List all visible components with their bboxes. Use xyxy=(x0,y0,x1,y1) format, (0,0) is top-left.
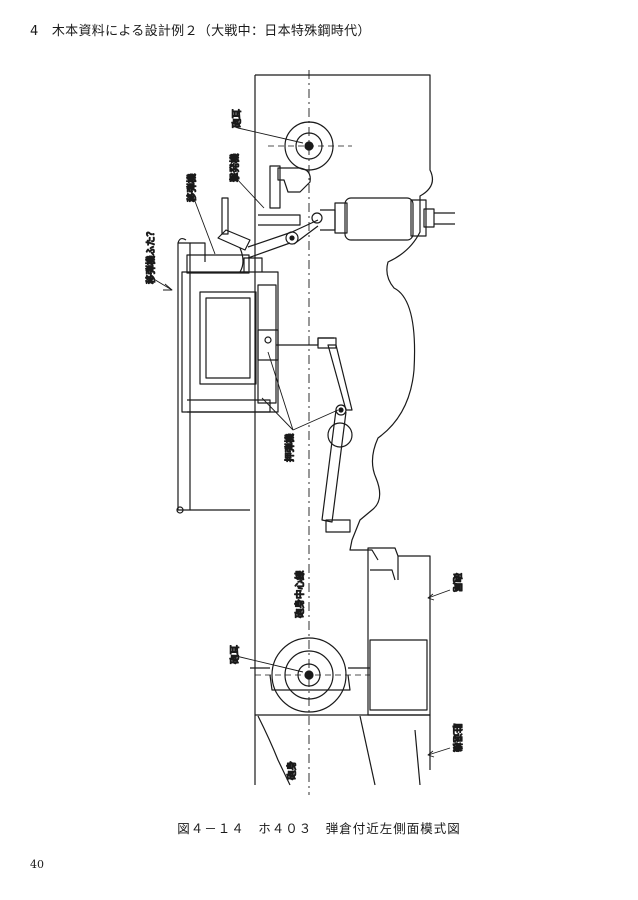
feed-mechanism-label: 移弾機 xyxy=(186,173,198,202)
magazine-housing xyxy=(181,254,334,413)
rammer-label: 押弾機 xyxy=(284,433,296,462)
trunnion-bottom-label: 砲耳 xyxy=(229,645,241,664)
recoil-mechanism-label: 駐退機 xyxy=(451,723,463,752)
firing-mechanism-label: 撃発機 xyxy=(229,153,241,182)
breech-block xyxy=(367,547,431,716)
bore-centerline-label: 砲身中心線 xyxy=(294,570,306,618)
feed-linkage xyxy=(217,197,319,273)
feed-cover xyxy=(176,237,250,514)
gun-body-outline xyxy=(254,74,433,786)
feed-cover-label: 移弾機ふた？ xyxy=(145,227,157,284)
rammer-levers xyxy=(317,337,353,533)
barrel-label: 砲身 xyxy=(286,761,298,780)
leader-lines xyxy=(151,127,451,758)
figure-caption: 図４－１４ ホ４０３ 弾倉付近左側面模式図 xyxy=(177,821,461,836)
firing-cylinder xyxy=(311,197,455,241)
trunnion-top-label: 砲耳 xyxy=(231,109,243,128)
firing-mechanism-hook xyxy=(258,165,311,226)
section-header: 4 木本資料による設計例２（大戦中：日本特殊鋼時代） xyxy=(30,24,371,39)
page-number: 40 xyxy=(30,858,44,871)
breech-label: 砲尾 xyxy=(451,573,463,592)
